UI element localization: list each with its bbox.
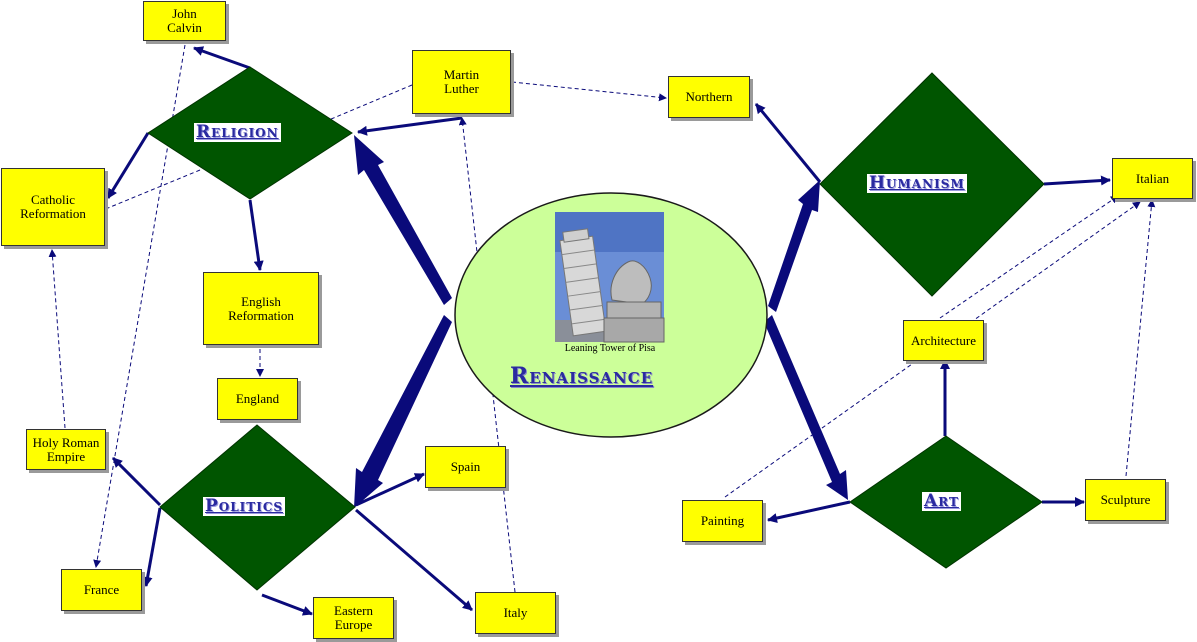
arrow-politics-hre xyxy=(111,456,162,507)
italy-box: Italy xyxy=(475,592,556,634)
english-reformation-box: English Reformation xyxy=(203,272,319,345)
arrow-politics-italy xyxy=(355,508,473,612)
england-box: England xyxy=(217,378,298,420)
arrow-religion-catholic xyxy=(106,132,150,199)
france-box: France xyxy=(61,569,142,611)
politics-title[interactable]: Politics xyxy=(203,496,286,516)
arrow-politics-france xyxy=(142,507,162,587)
italian-box: Italian xyxy=(1112,158,1193,199)
arrow-religion-calvin xyxy=(193,46,251,70)
link-architecture-italian xyxy=(939,195,1119,319)
john-calvin-box: John Calvin xyxy=(143,1,226,41)
photo-caption: Leaning Tower of Pisa xyxy=(564,343,656,354)
sculpture-box: Sculpture xyxy=(1085,479,1166,521)
northern-box: Northern xyxy=(668,76,750,118)
religion-title[interactable]: Religion xyxy=(194,122,281,142)
link-luther-religion xyxy=(304,84,413,131)
painting-box: Painting xyxy=(682,500,763,542)
arrow-religion-english xyxy=(248,199,264,271)
secondary-arrows xyxy=(106,46,1111,616)
holy-roman-empire-box: Holy Roman Empire xyxy=(26,429,106,470)
humanism-title[interactable]: Humanism xyxy=(867,173,967,193)
catholic-reformation-box: Catholic Reformation xyxy=(1,168,105,246)
link-sculpture-italian xyxy=(1125,199,1156,477)
arrow-humanism-northern xyxy=(754,103,822,183)
link-hre-catholic xyxy=(48,249,66,429)
arrow-center-art xyxy=(764,315,848,500)
spain-box: Spain xyxy=(425,446,506,488)
arrow-art-painting xyxy=(767,500,851,523)
arrow-center-religion xyxy=(354,135,452,305)
arrow-center-humanism xyxy=(768,180,820,312)
arrow-luther-religion xyxy=(357,116,463,136)
arrow-humanism-italian xyxy=(1043,175,1111,186)
arrow-center-politics xyxy=(354,315,452,508)
main-arrows xyxy=(354,135,848,508)
arrow-politics-spain xyxy=(355,472,425,507)
art-title[interactable]: Art xyxy=(922,491,961,511)
martin-luther-box: Martin Luther xyxy=(412,50,511,114)
leaning-tower-photo xyxy=(555,212,665,343)
architecture-box: Architecture xyxy=(903,320,984,361)
link-religion-catholic xyxy=(107,169,201,209)
link-calvin-france xyxy=(93,44,186,568)
arrow-politics-eastern xyxy=(261,593,313,616)
eastern-europe-box: Eastern Europe xyxy=(313,597,394,639)
renaissance-title: Renaissance xyxy=(510,363,654,389)
link-luther-northern xyxy=(511,81,667,102)
